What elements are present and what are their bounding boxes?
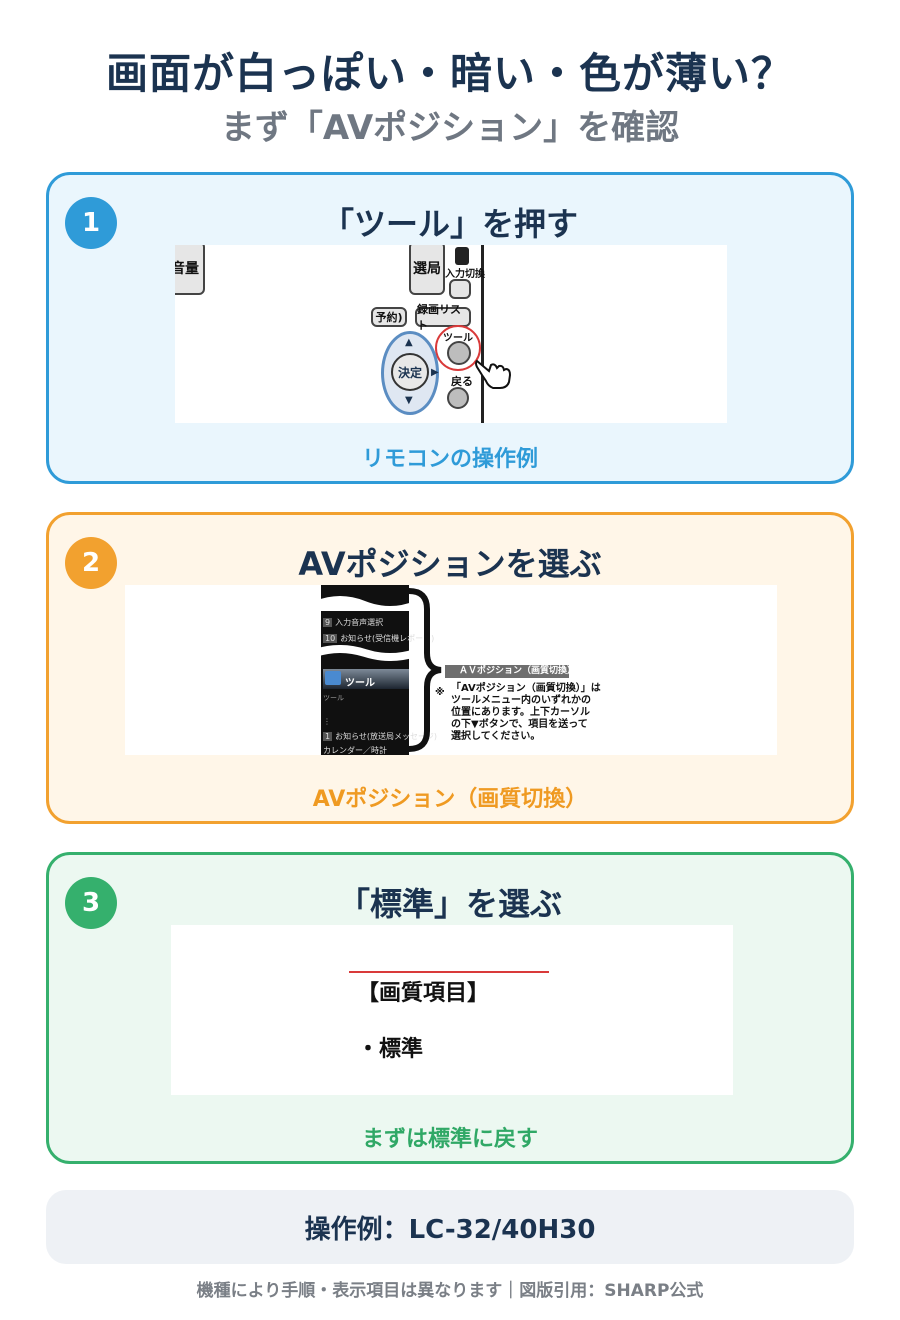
note-mark: ※ (435, 687, 445, 698)
step-caption: まずは標準に戻す (361, 1127, 538, 1152)
step-number-badge: 3 (65, 877, 117, 929)
volume-button[interactable]: 音量 (175, 245, 205, 295)
quality-item-illustration: 【画質項目】 ・標準 (171, 925, 733, 1095)
tool-icon (325, 671, 341, 685)
tool-header-bar (323, 669, 409, 689)
step-caption: AVポジション（画質切換） (312, 787, 588, 812)
remote-illustration: 音量 選局 入力切換 予約) 録画リスト ツール 決定 ▲ ▼ ▶ 戻る (175, 245, 727, 423)
red-divider (349, 971, 549, 973)
page-title: 画面が白っぽい・暗い・色が薄い？ (105, 49, 794, 98)
menu-ellipsis: ⋮ (323, 717, 331, 726)
tool-header-label: ツール (345, 678, 375, 689)
menu-item-broadcast-message[interactable]: お知らせ(放送局メッセージ) (335, 732, 438, 741)
menu-item-audio-select[interactable]: 入力音声選択 (335, 618, 384, 627)
cursor-up-icon[interactable]: ▲ (405, 337, 413, 348)
step-number-badge: 2 (65, 537, 117, 589)
standard-option[interactable]: ・標準 (357, 1037, 424, 1062)
tool-sub-label: ツール (323, 694, 344, 702)
input-switch-button[interactable] (449, 279, 471, 299)
step-number-badge: 1 (65, 197, 117, 249)
step-title: AVポジションを選ぶ (298, 545, 602, 583)
step-3-card: 3 「標準」を選ぶ 【画質項目】 ・標準 まずは標準に戻す (46, 852, 854, 1164)
step-title: 「ツール」を押す (321, 205, 578, 243)
channel-button[interactable]: 選局 (409, 245, 445, 295)
footnote: 機種により手順・表示項目は異なります｜図版引用：SHARP公式 (196, 1281, 704, 1301)
record-list-button[interactable]: 録画リスト (415, 303, 471, 332)
model-info-box: 操作例：LC-32/40H30 (46, 1190, 854, 1264)
menu-item-receiver-report[interactable]: お知らせ(受信機レポート) (340, 634, 435, 643)
step-caption: リモコンの操作例 (361, 447, 538, 472)
cursor-right-icon[interactable]: ▶ (431, 367, 439, 378)
wave-separator-top (315, 596, 415, 611)
input-switch-label: 入力切換 (445, 269, 485, 280)
menu-item-calendar[interactable]: カレンダー／時計 (323, 746, 387, 755)
cursor-down-icon[interactable]: ▼ (405, 395, 413, 406)
highlight-circle (435, 325, 481, 371)
wave-separator-middle (315, 645, 415, 661)
pointing-hand-icon (475, 359, 512, 389)
reserve-button[interactable]: 予約) (371, 307, 407, 327)
step-title: 「標準」を選ぶ (337, 885, 562, 923)
model-label: 操作例：LC-32/40H30 (304, 1214, 596, 1245)
av-position-note: 「AVポジション（画質切換）」は ツールメニュー内のいずれかの 位置にあります。… (451, 683, 601, 742)
enter-button[interactable]: 決定 (391, 353, 429, 391)
info-icon (455, 247, 469, 265)
back-label: 戻る (451, 375, 473, 388)
av-position-label-box: ＡＶポジション（画質切換） (445, 665, 576, 678)
page-subtitle: まず「AVポジション」を確認 (220, 108, 680, 148)
curly-brace (408, 588, 442, 752)
back-button[interactable] (447, 387, 469, 409)
quality-section-label: 【画質項目】 (357, 981, 490, 1006)
step-1-card: 1 「ツール」を押す 音量 選局 入力切換 予約) 録画リスト ツール 決定 ▲… (46, 172, 854, 484)
